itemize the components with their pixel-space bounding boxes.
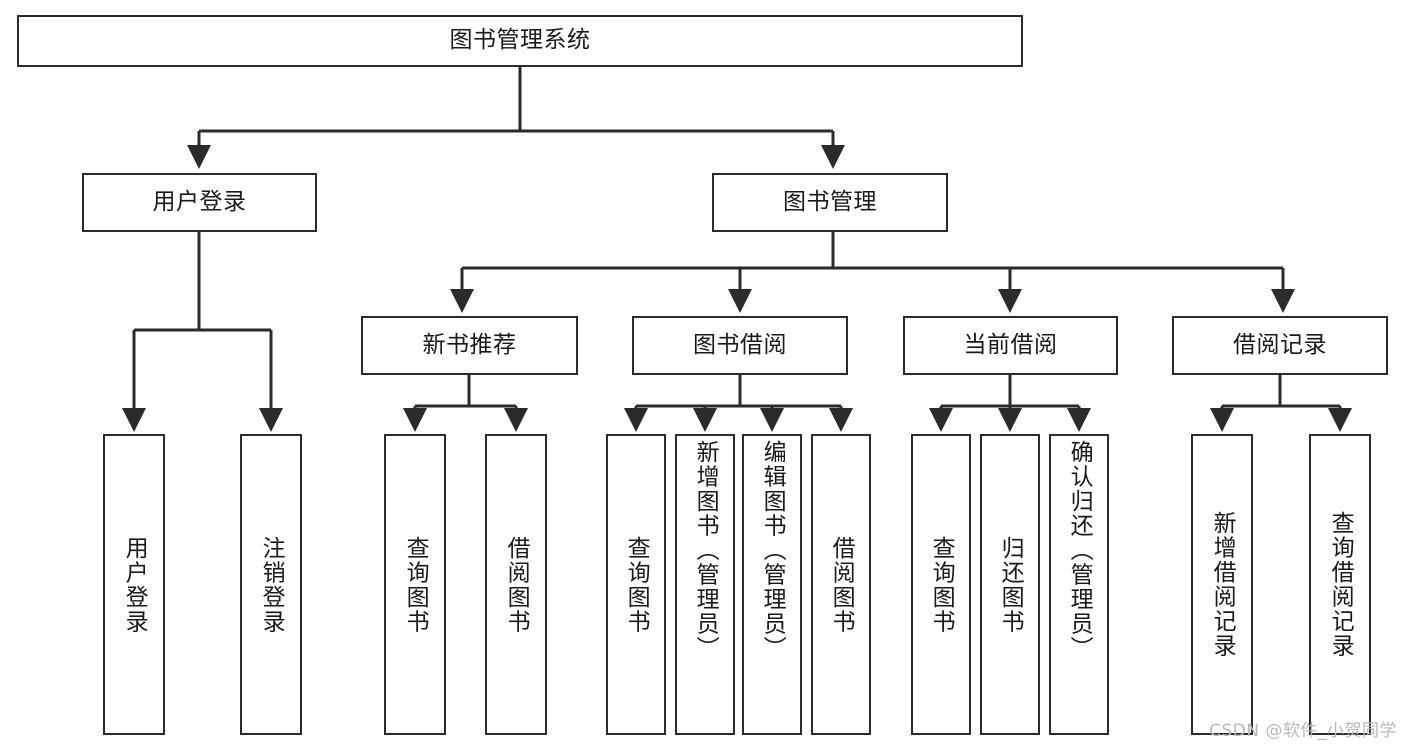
- node-leaf-add-borrow-record[interactable]: 新增借阅记录: [1191, 434, 1253, 735]
- node-current-borrow-label: 当前借阅: [963, 331, 1058, 358]
- node-book-borrow-label: 图书借阅: [693, 331, 787, 358]
- node-leaf-logout-label: 注销登录: [258, 535, 285, 634]
- node-leaf-return-book[interactable]: 归还图书: [980, 434, 1040, 735]
- csdn-watermark: CSDN @软件_小贺同学: [1209, 721, 1397, 741]
- node-leaf-query-book-3-label: 查询图书: [928, 535, 955, 634]
- node-leaf-borrow-book-1[interactable]: 借阅图书: [485, 434, 547, 735]
- node-borrow-record-label: 借阅记录: [1233, 331, 1327, 358]
- node-leaf-query-book-1-label: 查询图书: [402, 535, 429, 634]
- node-leaf-add-borrow-record-label: 新增借阅记录: [1209, 511, 1236, 658]
- node-leaf-query-borrow-record-label: 查询借阅记录: [1327, 511, 1354, 658]
- node-leaf-user-login-label: 用户登录: [121, 535, 148, 634]
- node-borrow-record[interactable]: 借阅记录: [1172, 316, 1388, 375]
- node-leaf-borrow-book-2-label: 借阅图书: [828, 535, 855, 634]
- node-book-management[interactable]: 图书管理: [712, 173, 948, 232]
- node-leaf-query-borrow-record[interactable]: 查询借阅记录: [1309, 434, 1371, 735]
- node-leaf-add-book-admin[interactable]: 新增图书（管理员）: [675, 434, 735, 735]
- node-book-management-label: 图书管理: [783, 188, 877, 215]
- node-leaf-add-book-admin-label: 新增图书（管理员）: [692, 440, 719, 661]
- node-leaf-edit-book-admin-label: 编辑图书（管理员）: [759, 440, 786, 661]
- node-leaf-query-book-2-label: 查询图书: [623, 535, 650, 634]
- node-leaf-return-book-label: 归还图书: [997, 535, 1024, 634]
- node-root[interactable]: 图书管理系统: [17, 15, 1023, 67]
- node-book-borrow[interactable]: 图书借阅: [632, 316, 848, 375]
- node-new-book-recommend[interactable]: 新书推荐: [361, 316, 578, 375]
- node-leaf-confirm-return-admin-label: 确认归还（管理员）: [1066, 440, 1093, 661]
- node-new-book-recommend-label: 新书推荐: [422, 331, 517, 358]
- node-leaf-confirm-return-admin[interactable]: 确认归还（管理员）: [1049, 434, 1109, 735]
- node-current-borrow[interactable]: 当前借阅: [903, 316, 1118, 375]
- node-user-login[interactable]: 用户登录: [82, 173, 317, 232]
- node-leaf-user-login[interactable]: 用户登录: [103, 434, 165, 735]
- node-leaf-query-book-3[interactable]: 查询图书: [911, 434, 971, 735]
- node-leaf-borrow-book-1-label: 借阅图书: [503, 535, 530, 634]
- node-leaf-query-book-2[interactable]: 查询图书: [606, 434, 666, 735]
- node-leaf-query-book-1[interactable]: 查询图书: [384, 434, 446, 735]
- node-user-login-label: 用户登录: [152, 188, 247, 215]
- node-leaf-edit-book-admin[interactable]: 编辑图书（管理员）: [742, 434, 802, 735]
- node-root-label: 图书管理系统: [449, 27, 591, 54]
- node-leaf-logout[interactable]: 注销登录: [240, 434, 302, 735]
- node-leaf-borrow-book-2[interactable]: 借阅图书: [811, 434, 871, 735]
